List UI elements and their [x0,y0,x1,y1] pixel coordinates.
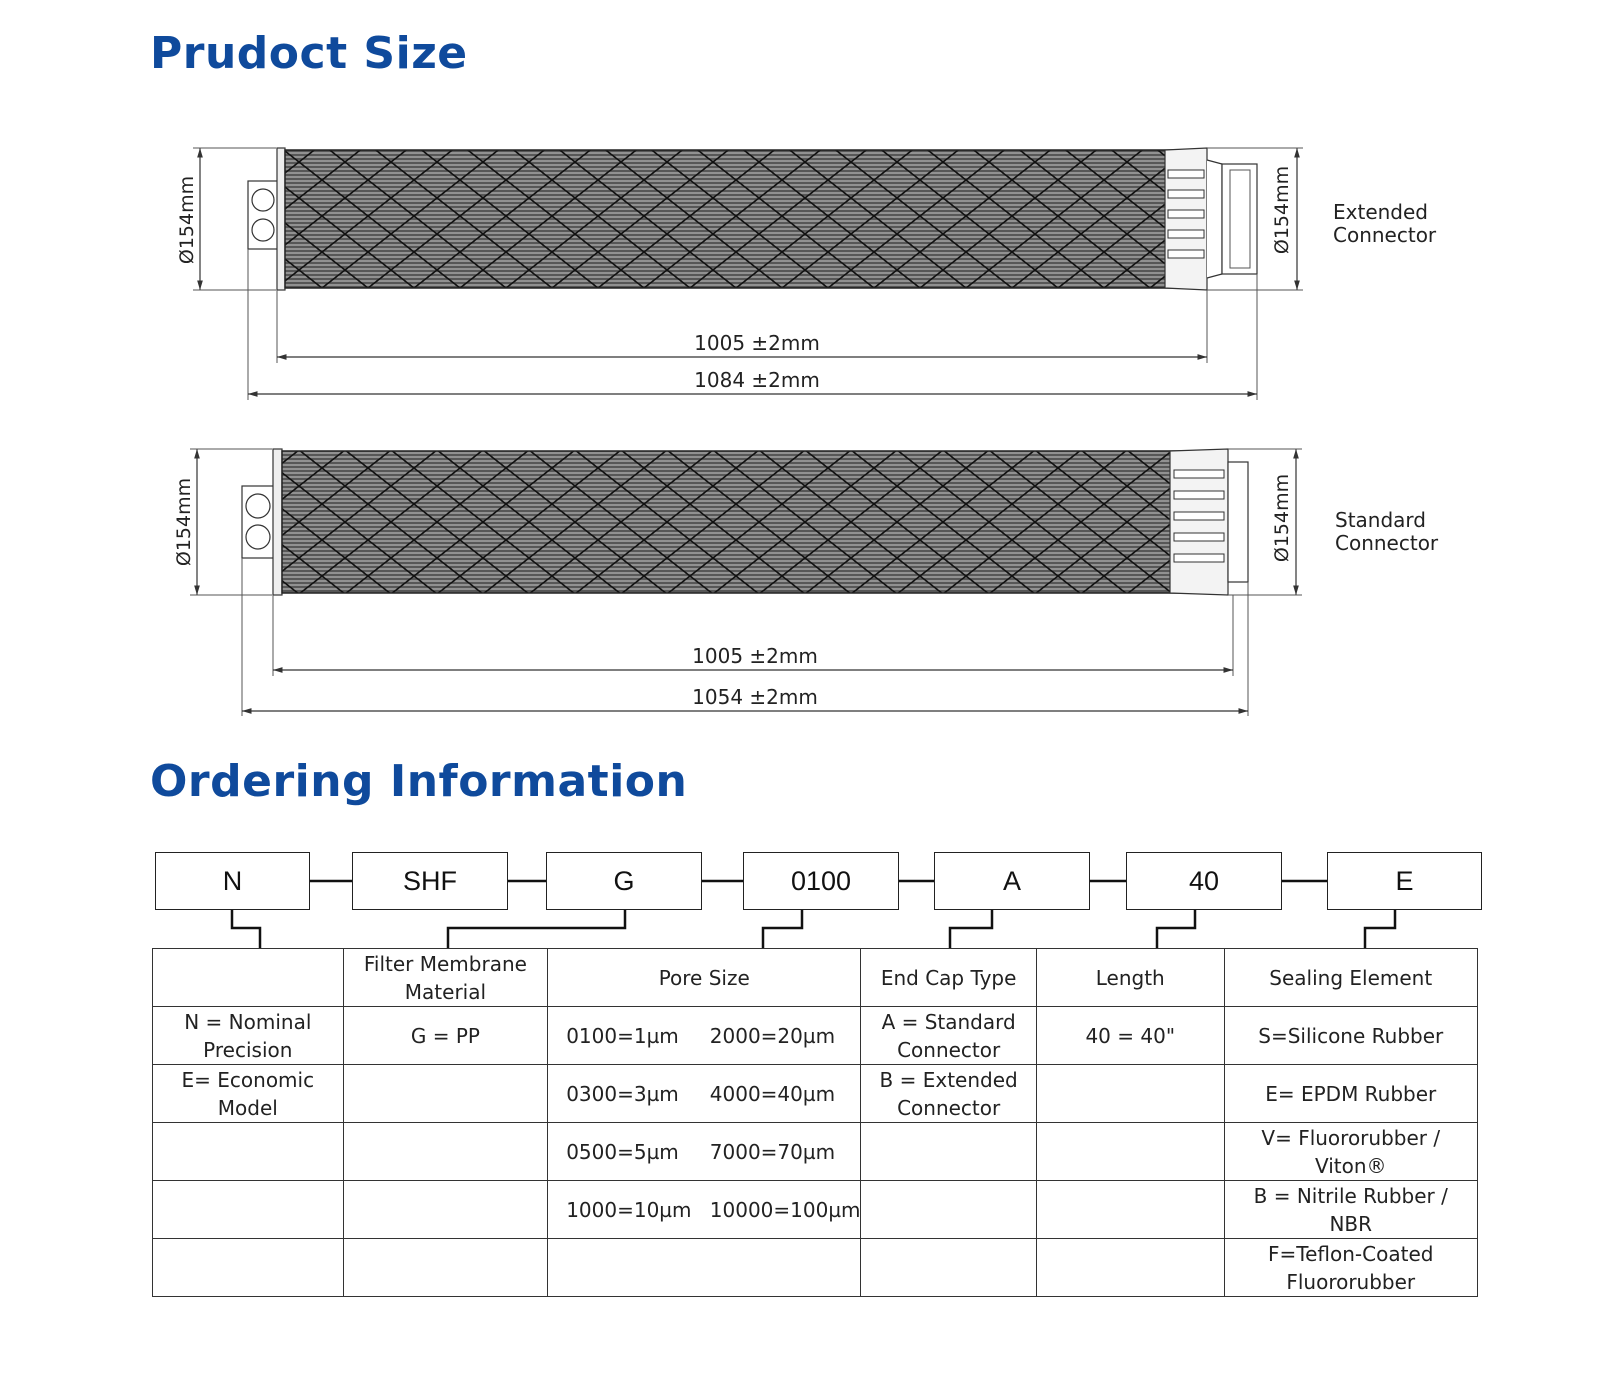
pore-value: 1000=10µm [566,1197,692,1222]
pore-value: 0100=1µm [566,1023,679,1048]
pore-value: 2000=20µm [709,1023,836,1048]
table-row: F=Teflon-Coated Fluororubber [152,1238,1478,1297]
table-cell [152,1238,344,1297]
header-cell [152,948,344,1007]
table-cell [1036,1238,1225,1297]
table-cell: B = Nitrile Rubber / NBR [1223,1180,1478,1239]
table-row: N = Nominal Precision G = PP 0100=1µm 200… [152,1006,1478,1065]
connector-label-line1: Extended [1333,200,1428,224]
length-inner-label: 1005 ±2mm [694,331,820,355]
table-cell [152,1180,344,1239]
header-cell: Filter Membrane Material [342,948,549,1007]
pore-value: 4000=40µm [709,1081,836,1106]
code-box-precision: N [155,852,310,910]
drawing-extended: Ø154mm Ø154mm Extended Connector [176,147,1437,400]
code-box-pore-size: 0100 [743,852,899,910]
code-box-end-cap: A [934,852,1090,910]
pore-cell: 0100=1µm 2000=20µm [547,1006,862,1065]
table-cell: V= Fluororubber / Viton® [1223,1122,1478,1181]
code-box-length: 40 [1126,852,1282,910]
table-row: 0500=5µm 7000=70µm V= Fluororubber / Vito… [152,1122,1478,1181]
length-outer-label: 1084 ±2mm [694,368,820,392]
connector-label-line2: Connector [1335,531,1439,555]
filter-drawings: Ø154mm Ø154mm Extended Connector [173,147,1439,716]
table-cell: B = Extended Connector [860,1064,1037,1123]
header-cell: Sealing Element [1223,948,1478,1007]
table-cell [1036,1064,1225,1123]
code-box-series: SHF [352,852,508,910]
pore-value: 0300=3µm [566,1081,679,1106]
code-box-sealing: E [1327,852,1482,910]
table-cell [860,1122,1037,1181]
diameter-right-label: Ø154mm [1271,474,1293,562]
table-cell: N = Nominal Precision [152,1006,344,1065]
diameter-left-label: Ø154mm [173,478,195,566]
table-cell [342,1238,549,1297]
header-cell: End Cap Type [860,948,1037,1007]
diameter-left-label: Ø154mm [176,176,198,264]
table-cell [1036,1122,1225,1181]
code-connectors [230,879,1397,948]
table-cell: 40 = 40" [1036,1006,1225,1065]
table-cell [860,1180,1037,1239]
table-cell: G = PP [342,1006,549,1065]
table-cell: A = Standard Connector [860,1006,1037,1065]
ordering-information-title: Ordering Information [150,756,688,807]
connector-label-line2: Connector [1333,223,1437,247]
table-row: E= Economic Model 0300=3µm 4000=40µm B = … [152,1064,1478,1123]
table-cell: F=Teflon-Coated Fluororubber [1223,1238,1478,1297]
table-cell: E= Economic Model [152,1064,344,1123]
table-row: 1000=10µm 10000=100µm B = Nitrile Rubber … [152,1180,1478,1239]
table-cell: S=Silicone Rubber [1223,1006,1478,1065]
length-inner-label: 1005 ±2mm [692,644,818,668]
ordering-table: Filter Membrane Material Pore Size End C… [152,948,1478,1297]
pore-cell [547,1238,862,1297]
table-cell: E= EPDM Rubber [1223,1064,1478,1123]
pore-value: 0500=5µm [566,1139,679,1164]
table-cell [342,1180,549,1239]
table-cell [342,1122,549,1181]
drawing-standard: Ø154mm Ø154mm Standard Connector 1005 ±2… [173,448,1439,716]
table-cell [152,1122,344,1181]
pore-cell: 1000=10µm 10000=100µm [547,1180,862,1239]
product-size-title: Prudoct Size [150,28,468,79]
pore-value: 10000=100µm [709,1197,861,1222]
pore-value: 7000=70µm [709,1139,836,1164]
table-header-row: Filter Membrane Material Pore Size End C… [152,948,1478,1007]
length-outer-label: 1054 ±2mm [692,685,818,709]
connector-label-line1: Standard [1335,508,1426,532]
header-cell: Pore Size [547,948,862,1007]
table-cell [860,1238,1037,1297]
table-cell [1036,1180,1225,1239]
code-box-material: G [546,852,702,910]
pore-cell: 0500=5µm 7000=70µm [547,1122,862,1181]
header-cell: Length [1036,948,1225,1007]
table-cell [342,1064,549,1123]
diameter-right-label: Ø154mm [1271,166,1293,254]
pore-cell: 0300=3µm 4000=40µm [547,1064,862,1123]
